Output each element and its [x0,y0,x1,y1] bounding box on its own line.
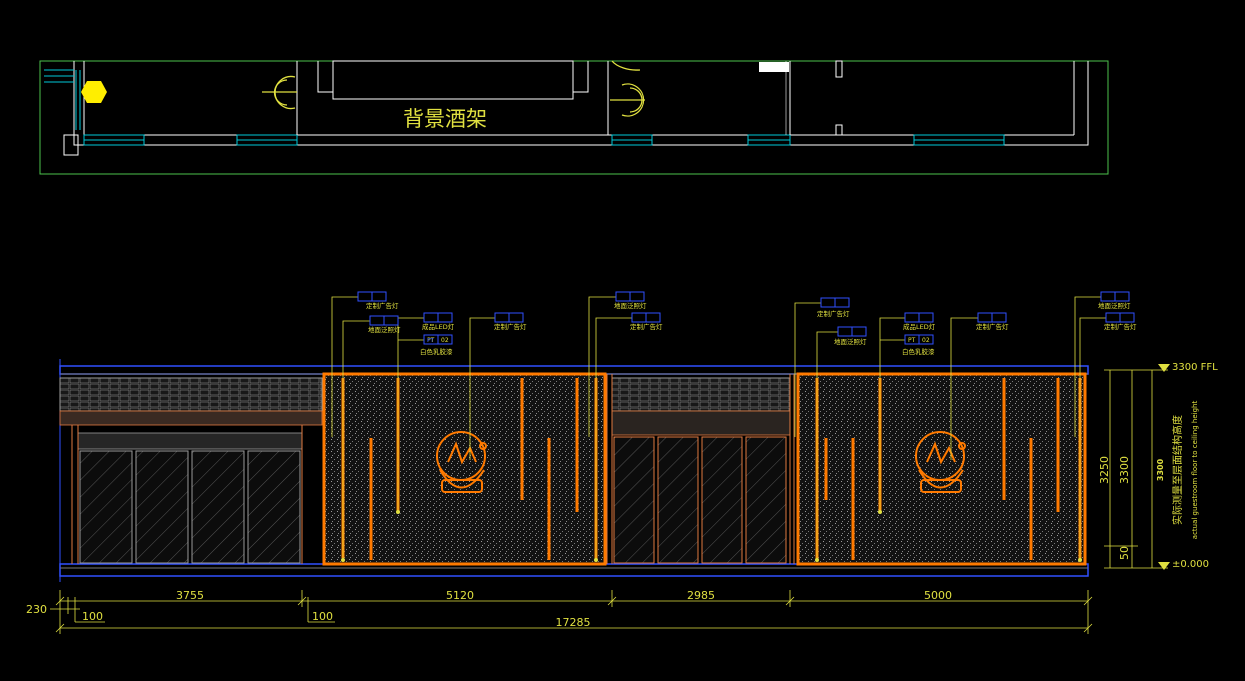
tag-text: 02 [441,337,449,344]
tag-text: 定制广告灯 [1104,322,1137,331]
tag-text: 地面泛照灯 [368,325,401,334]
dim-3755: 3755 [176,589,204,602]
dim-230: 230 [26,603,47,616]
dim-2985: 2985 [687,589,715,602]
level-note-vertical: 实际测量至层面结构高度 [1171,415,1184,525]
tag-text: 地面泛照灯 [1098,301,1131,310]
tag-text: 定制广告灯 [366,301,399,310]
tag-text: 成品LED灯 [422,322,455,331]
tag-text: 定制广告灯 [817,309,850,318]
tag-text: PT [908,337,916,344]
tag-text: 地面泛照灯 [614,301,647,310]
level-bottom: ±0.000 [1172,559,1209,570]
tag-text: 白色乳胶漆 [420,347,453,356]
tag-text: 02 [922,337,930,344]
plan-view: 背景酒架 [39,60,1109,175]
level-note-en: actual guestroom floor to ceiling height [1191,401,1199,540]
tag-text: PT [427,337,435,344]
hexagon-marker-icon [81,81,107,103]
dim-3250: 3250 [1098,456,1111,484]
plan-label: 背景酒架 [403,107,487,131]
tag-text: 定制广告灯 [976,322,1009,331]
level-value-vertical: 3300 [1156,458,1165,481]
tag-text: 定制广告灯 [494,322,527,331]
tag-text: 白色乳胶漆 [902,347,935,356]
svg-text:PT: PT [427,338,434,344]
tag-text: 地面泛照灯 [834,337,867,346]
elevation-view: 定制广告灯 地面泛照灯 成品LED灯 PT 02 白色乳胶漆 定制广告灯 地面泛… [59,291,1137,582]
dim-5000: 5000 [924,589,952,602]
dim-5120: 5120 [446,589,474,602]
dim-total: 17285 [556,616,591,629]
dim-100-b: 100 [312,610,333,623]
dimension-lines [50,369,1168,634]
dim-3300: 3300 [1118,456,1131,484]
level-top: 3300 FFL [1172,362,1218,373]
brand-logo-icon [436,431,487,493]
tag-text: 成品LED灯 [903,322,936,331]
dim-100-a: 100 [82,610,103,623]
dim-50: 50 [1118,546,1131,560]
tag-text: 定制广告灯 [630,322,663,331]
